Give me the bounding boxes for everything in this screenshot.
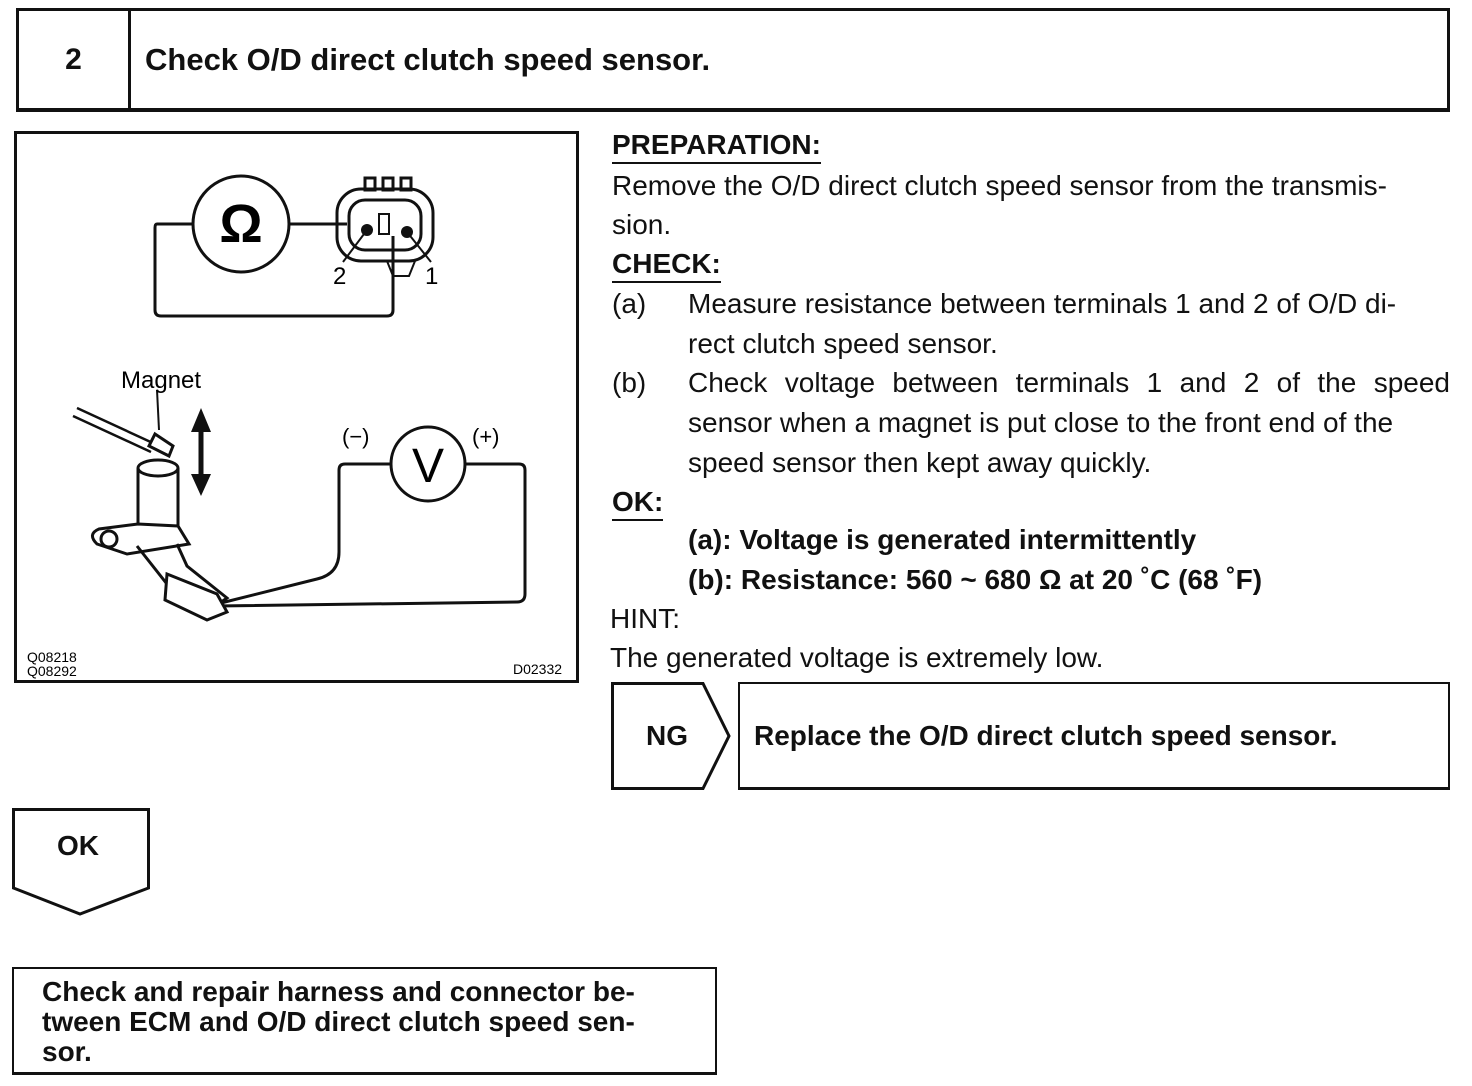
connector-inner — [347, 198, 423, 252]
magnet-label: Magnet — [121, 367, 201, 394]
ok-line-b: (b): Resistance: 560 ~ 680 Ω at 20 ˚C (6… — [688, 564, 1263, 595]
final-action-line-2: tween ECM and O/D direct clutch speed se… — [42, 1006, 635, 1037]
volt-symbol: V — [412, 440, 444, 493]
sensor-bracket-hole — [99, 529, 119, 549]
check-a-marker: (a) — [612, 288, 647, 319]
magnet-tip — [146, 431, 175, 459]
connector-latch — [386, 260, 416, 277]
terminal-2-pointer — [342, 229, 368, 263]
figure-code-right: D02332 — [513, 661, 562, 677]
ng-arrow-shape — [611, 682, 731, 790]
minus-label: (−) — [342, 424, 370, 449]
sensor-top — [136, 458, 180, 478]
preparation-line-1: Remove the O/D direct clutch speed senso… — [612, 170, 1387, 201]
connector-key — [378, 213, 390, 235]
check-b-marker: (b) — [612, 367, 647, 398]
sensor-cylinder — [136, 468, 180, 530]
sensor-test-figure: Ω V 2 1 Magnet (−) (+) Q08218 Q08292 D02… — [14, 131, 579, 683]
connector-tab-2 — [381, 176, 395, 192]
final-action-line-1: Check and repair harness and connector b… — [42, 976, 635, 1007]
ng-label: NG — [646, 720, 688, 751]
final-action-line-3: sor. — [42, 1036, 92, 1067]
check-b-line-1: Check voltage between terminals 1 and 2 … — [688, 367, 1450, 398]
step-header: 2 Check O/D direct clutch speed sensor. — [16, 8, 1450, 112]
check-b-line-2: sensor when a magnet is put close to the… — [688, 407, 1394, 438]
hint-text: The generated voltage is extremely low. — [610, 642, 1104, 673]
ng-arrow-box: NG — [611, 682, 731, 790]
magnet-handle — [76, 406, 156, 446]
final-action-box: Check and repair harness and connector b… — [12, 967, 717, 1075]
ok-label: OK — [57, 830, 99, 861]
terminal-1-label: 1 — [425, 263, 438, 290]
ok-arrow-shape — [12, 808, 150, 916]
preparation-line-2: sion. — [612, 209, 672, 240]
check-a-line-1: Measure resistance between terminals 1 a… — [688, 288, 1397, 319]
terminal-2-label: 2 — [333, 263, 346, 290]
check-b-line-3: speed sensor then kept away quickly. — [688, 447, 1152, 478]
ng-action-text: Replace the O/D direct clutch speed sens… — [754, 719, 1338, 751]
connector-tab-3 — [399, 176, 413, 192]
figure-code-left-1: Q08218 — [27, 649, 77, 665]
figure-code-left-2: Q08292 — [27, 663, 77, 679]
ok-line-a: (a): Voltage is generated intermittently — [688, 524, 1197, 555]
ohmmeter-circle — [191, 174, 291, 274]
connector-tab-1 — [363, 176, 377, 192]
sensor-diagram: Ω V 2 1 Magnet (−) (+) Q08218 Q08292 D02… — [27, 174, 562, 679]
terminal-1-pointer — [406, 231, 432, 263]
step-number: 2 — [19, 11, 131, 108]
ohm-symbol: Ω — [219, 194, 262, 254]
terminal-2-dot — [361, 224, 373, 236]
move-arrow-up — [191, 408, 211, 432]
ok-arrow-box: OK — [12, 808, 150, 916]
preparation-heading: PREPARATION: — [612, 128, 821, 164]
plus-label: (+) — [472, 424, 500, 449]
magnet-pointer — [156, 389, 160, 431]
sensor-bracket — [91, 522, 192, 556]
ok-heading: OK: — [612, 485, 664, 521]
ohm-lead-wire — [153, 222, 395, 318]
volt-minus-wire — [216, 462, 391, 606]
step-title: Check O/D direct clutch speed sensor. — [145, 41, 711, 77]
move-arrow-down — [191, 474, 211, 496]
hint-heading: HINT: — [610, 603, 680, 634]
check-a-line-2: rect clutch speed sensor. — [688, 328, 998, 359]
terminal-1-dot — [401, 226, 413, 238]
voltmeter-circle — [389, 425, 467, 503]
check-heading: CHECK: — [612, 247, 721, 283]
sensor-plug — [163, 571, 230, 622]
volt-plus-wire — [216, 462, 527, 608]
ng-action-box: Replace the O/D direct clutch speed sens… — [738, 682, 1450, 790]
